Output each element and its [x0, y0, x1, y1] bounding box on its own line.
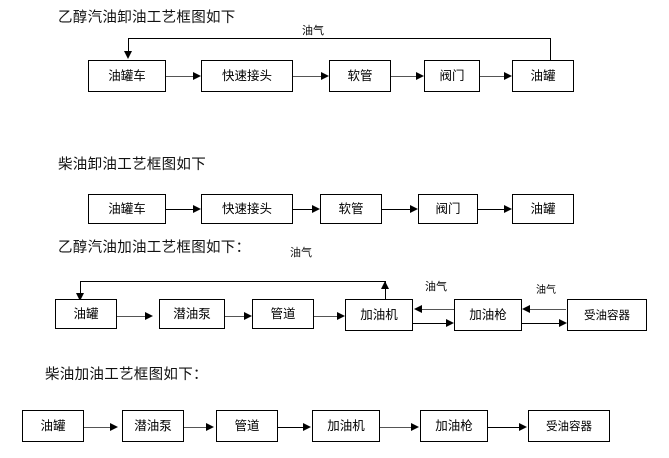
node-box-s4-0[interactable]: 油罐 — [22, 410, 84, 442]
node-box-s2-2[interactable]: 软管 — [320, 194, 382, 224]
vapor-return-riser-1 — [550, 38, 551, 60]
connector-s2-1 — [293, 209, 312, 210]
connector-arrow-s3-3-forward — [446, 318, 454, 327]
connector-arrow-s1-1 — [321, 71, 329, 80]
connector-arrow-s3-4-forward — [559, 318, 567, 327]
connector-arrow-s3-0 — [145, 311, 153, 320]
connector-s1-1 — [293, 76, 321, 77]
connector-arrow-s1-0 — [193, 71, 201, 80]
connector-arrow-s2-2 — [410, 204, 418, 213]
vapor-return-dropper-3 — [80, 281, 81, 294]
node-box-s2-1[interactable]: 快速接头 — [201, 194, 293, 224]
connector-s4-4 — [488, 427, 519, 428]
connector-s4-0 — [84, 427, 110, 428]
node-box-s3-2[interactable]: 管道 — [252, 299, 314, 329]
connector-s2-3 — [478, 209, 504, 210]
vapor-return-riser-3 — [385, 281, 386, 306]
connector-s3-3-forward — [413, 323, 446, 324]
connector-s3-4-forward — [522, 323, 559, 324]
vapor-label-1: 油气 — [302, 24, 324, 37]
vapor-return-line-3 — [80, 281, 386, 282]
node-box-s3-3[interactable]: 加油机 — [345, 299, 413, 331]
connector-s3-2 — [314, 316, 337, 317]
section-heading-ethanol-gasoline-unload: 乙醇汽油卸油工艺框图如下 — [58, 10, 236, 26]
connector-arrow-s4-3 — [411, 422, 419, 431]
connector-arrow-s4-1 — [206, 422, 214, 431]
connector-arrow-s3-1 — [244, 311, 252, 320]
connector-arrow-s3-2 — [337, 311, 345, 320]
connector-arrow-s2-1 — [312, 204, 320, 213]
vapor-return-dropper-1 — [128, 38, 129, 52]
node-box-s3-5[interactable]: 受油容器 — [567, 299, 647, 331]
node-box-s2-0[interactable]: 油罐车 — [88, 194, 166, 224]
node-box-s4-5[interactable]: 受油容器 — [528, 410, 610, 442]
connector-arrow-s1-2 — [416, 71, 424, 80]
node-box-s1-2[interactable]: 软管 — [329, 60, 391, 92]
connector-arrow-s3-3-return — [414, 304, 422, 313]
connector-s4-2 — [278, 427, 303, 428]
section-heading-suffix-vapor-3: 油气 — [290, 246, 312, 259]
connector-s3-1 — [225, 316, 244, 317]
connector-arrow-s3-4-return — [522, 304, 530, 313]
node-box-s4-4[interactable]: 加油枪 — [420, 410, 488, 442]
node-box-s1-0[interactable]: 油罐车 — [88, 60, 166, 92]
connector-arrow-s4-4 — [519, 422, 527, 431]
node-box-s3-1[interactable]: 潜油泵 — [159, 299, 225, 329]
connector-s3-4-return — [530, 309, 566, 310]
node-box-s1-4[interactable]: 油罐 — [512, 60, 574, 92]
connector-s3-3-return — [422, 309, 454, 310]
node-box-s4-3[interactable]: 加油机 — [312, 410, 380, 442]
connector-s2-2 — [382, 209, 410, 210]
connector-s3-0 — [117, 316, 145, 317]
connector-arrow-s4-2 — [303, 422, 311, 431]
connector-arrow-s4-0 — [110, 422, 118, 431]
node-box-s2-3[interactable]: 阀门 — [418, 194, 478, 224]
connector-arrow-s2-0 — [193, 204, 201, 213]
connector-s1-2 — [391, 76, 416, 77]
vapor-label-3a: 油气 — [425, 280, 447, 293]
vapor-return-line-1 — [128, 38, 551, 39]
node-box-s2-4[interactable]: 油罐 — [512, 194, 574, 224]
vapor-label-3b: 油气 — [536, 285, 556, 296]
connector-arrow-s2-3 — [504, 204, 512, 213]
connector-s1-3 — [480, 76, 504, 77]
vapor-return-arrowhead-1 — [123, 51, 132, 59]
vapor-return-arrowhead-down-3 — [75, 293, 84, 301]
section-heading-ethanol-gasoline-refuel: 乙醇汽油加油工艺框图如下： — [58, 240, 251, 256]
connector-s2-0 — [166, 209, 193, 210]
node-box-s3-0[interactable]: 油罐 — [55, 299, 117, 329]
connector-s4-3 — [380, 427, 411, 428]
node-box-s4-1[interactable]: 潜油泵 — [122, 410, 184, 442]
node-box-s1-1[interactable]: 快速接头 — [201, 60, 293, 92]
node-box-s4-2[interactable]: 管道 — [216, 410, 278, 442]
node-box-s3-4[interactable]: 加油枪 — [454, 299, 522, 331]
section-heading-diesel-unload: 柴油卸油工艺框图如下 — [58, 157, 206, 173]
node-box-s1-3[interactable]: 阀门 — [424, 60, 480, 92]
section-heading-diesel-refuel: 柴油加油工艺框图如下： — [45, 367, 208, 383]
connector-s1-0 — [166, 76, 193, 77]
connector-s4-1 — [184, 427, 206, 428]
vapor-return-arrowhead-up-3 — [380, 281, 389, 289]
connector-arrow-s1-3 — [504, 71, 512, 80]
